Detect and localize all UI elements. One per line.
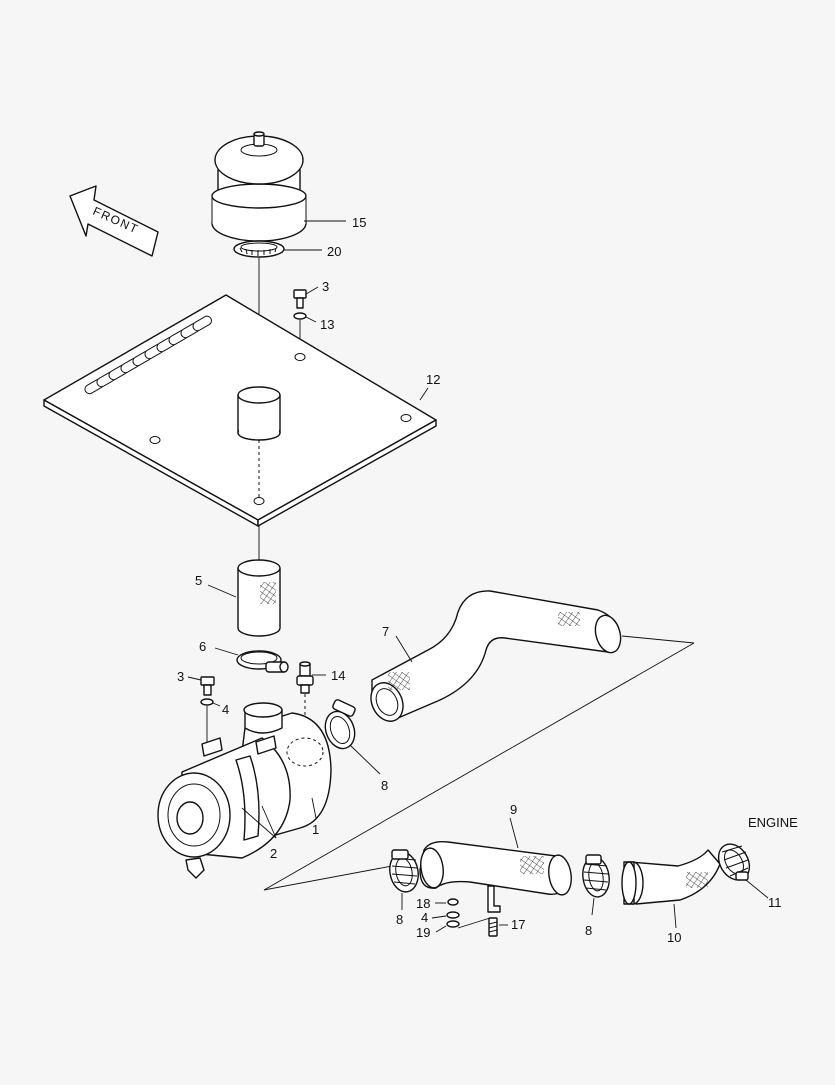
clamp-ring-part: [233, 240, 285, 258]
callout-1: 1: [312, 822, 319, 837]
washer-part-left: [200, 698, 214, 706]
washer-part-top: [293, 312, 307, 320]
callout-8-mid: 8: [381, 778, 388, 793]
callout-11: 11: [768, 895, 782, 910]
cover-plate-slots: [84, 315, 213, 395]
callout-8-lower-left: 8: [396, 912, 403, 927]
callout-15: 15: [352, 215, 366, 230]
stud-part: [488, 917, 498, 937]
engine-elbow-mesh: [686, 872, 708, 888]
intake-hose-mesh-right: [558, 612, 580, 626]
callout-5: 5: [195, 573, 202, 588]
hose-clamp-part-lower-left: [389, 849, 419, 893]
callout-14: 14: [331, 668, 345, 683]
callout-3-top: 3: [322, 279, 329, 294]
engine-label: ENGINE: [748, 815, 798, 830]
bolt-part-left: [200, 676, 215, 696]
callout-13: 13: [320, 317, 334, 332]
intake-hose-mesh-left: [388, 672, 410, 690]
hose-clamp-part-engine: [717, 843, 751, 881]
indicator-valve-part: [296, 661, 314, 694]
callout-6: 6: [199, 639, 206, 654]
fastener-stack-part: [446, 898, 460, 928]
bolt-part-top: [293, 289, 307, 309]
callout-12: 12: [426, 372, 440, 387]
intermediate-tube-mesh: [520, 856, 544, 874]
intake-hose-part: [370, 590, 622, 722]
callout-2: 2: [270, 846, 277, 861]
callout-17: 17: [511, 917, 525, 932]
callout-9: 9: [510, 802, 517, 817]
callout-3-left: 3: [177, 669, 184, 684]
callout-20: 20: [327, 244, 341, 259]
air-filter-housing-part: [157, 702, 332, 879]
callout-10: 10: [667, 930, 681, 945]
callout-19: 19: [416, 925, 430, 940]
callout-18: 18: [416, 896, 430, 911]
plate-sleeve-part: [237, 386, 281, 441]
front-arrow: FRONT: [69, 185, 159, 257]
precleaner-cap-part: [211, 131, 307, 242]
engine-elbow-part: [621, 849, 721, 905]
callout-4-left: 4: [222, 702, 229, 717]
callout-7: 7: [382, 624, 389, 639]
hose-sleeve-mesh: [260, 582, 276, 604]
hose-clamp-part-lower-right: [582, 854, 610, 898]
intermediate-tube-part: [419, 840, 572, 913]
callout-8-lower-right: 8: [585, 923, 592, 938]
hose-sleeve-part: [237, 559, 281, 637]
hose-clamp-part-mid: [324, 699, 356, 750]
hose-clamp-part-top: [236, 650, 289, 673]
callout-4-lower: 4: [421, 910, 428, 925]
